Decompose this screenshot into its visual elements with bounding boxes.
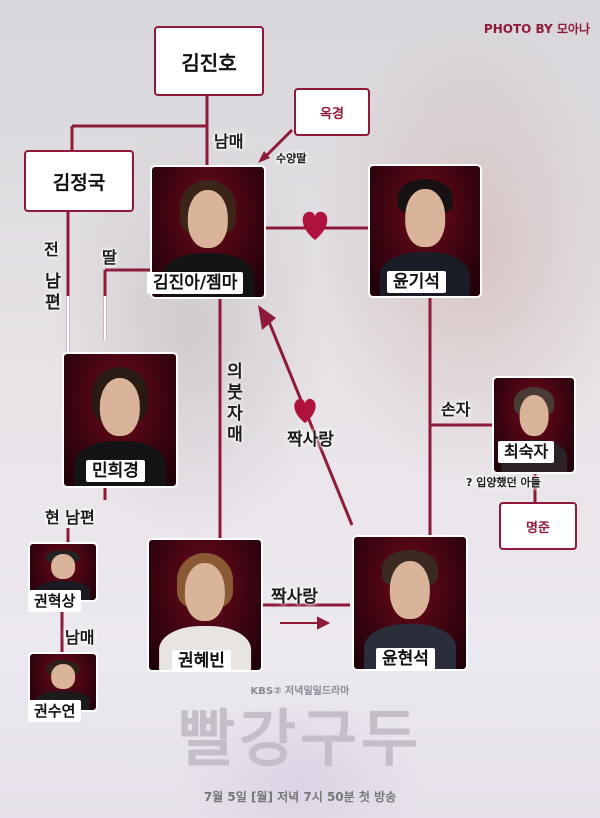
box-kim-jeongguk: 김정국: [24, 150, 134, 212]
label-adopted-son: ? 입양했던 아들: [466, 476, 541, 489]
drama-title: 빨강구두: [177, 702, 423, 775]
photo-credit: PHOTO BY 모아나: [483, 22, 590, 36]
broadcaster-line: KBS② 저녁일일드라마: [250, 686, 350, 697]
label-adopted-daughter: 수양딸: [276, 152, 307, 165]
label-grandson: 손자: [441, 400, 471, 419]
box-myeongjun: 명준: [499, 502, 577, 550]
box-okgyeong: 옥경: [294, 88, 370, 136]
name-min-huigyeong: 민희경: [86, 460, 145, 482]
name-gwon-suyeon: 권수연: [28, 700, 82, 722]
heart-icon: [302, 211, 328, 240]
name-yun-hyeonseok: 윤현석: [376, 648, 435, 670]
name-kim-jina: 김진아/젬마: [147, 272, 244, 294]
label-one-sided-love-2: 짝사랑: [271, 587, 318, 607]
name-gwon-hyebin: 권혜빈: [172, 650, 231, 672]
label-current-husband: 현 남편: [45, 508, 95, 527]
name-choe-sukja: 최숙자: [498, 441, 555, 463]
label-siblings-bottom: 남매: [65, 628, 95, 647]
airing-info: 7월 5일 [월] 저녁 7시 50분 첫 방송: [203, 790, 397, 804]
label-one-sided-love-1: 짝사랑: [287, 430, 334, 450]
box-kim-jinho: 김진호: [154, 26, 264, 96]
portrait-gwon-suyeon: [28, 652, 98, 712]
name-gwon-hyeoksang: 권혁상: [28, 590, 82, 612]
label-daughter: 딸: [102, 248, 117, 267]
heart-icon: [294, 398, 316, 423]
name-yun-giseok: 윤기석: [387, 271, 446, 293]
label-ex-husband-1: 전: [44, 240, 59, 259]
label-siblings-top: 남매: [214, 132, 244, 151]
portrait-gwon-hyebin: [147, 538, 263, 672]
